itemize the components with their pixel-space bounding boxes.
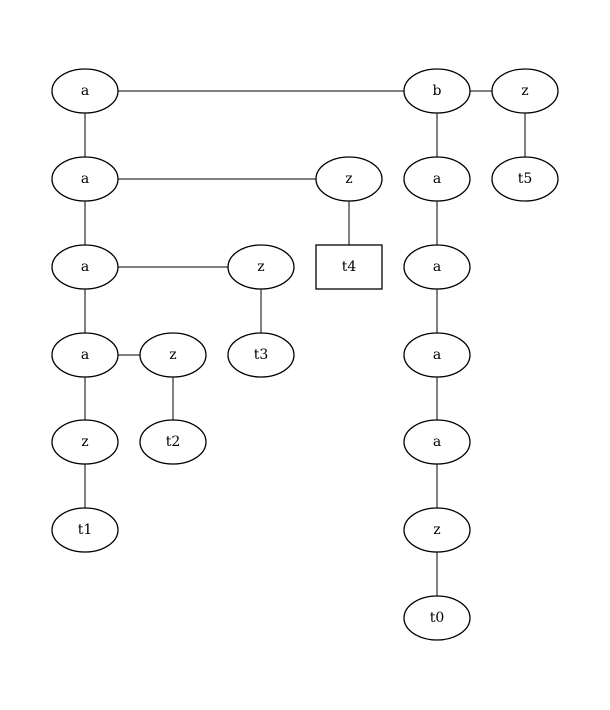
nodes-layer: a b z a z a t5 a z t4 a a z t3 a z t2 a t1 z t0 xyxy=(51,68,559,641)
node-n_b: b xyxy=(403,68,471,114)
node-n_a7: a xyxy=(403,332,471,378)
node-n_t4: t4 xyxy=(315,244,383,290)
node-label-n_z2x: z xyxy=(169,347,176,363)
node-label-n_t1: t1 xyxy=(78,522,93,538)
node-n_z3: z xyxy=(227,244,295,290)
node-shape-n_t1 xyxy=(51,507,119,553)
node-label-n_a5: a xyxy=(433,171,441,187)
node-shape-n_z2 xyxy=(403,507,471,553)
node-shape-n_a4 xyxy=(51,332,119,378)
node-shape-n_z2x xyxy=(139,332,207,378)
node-n_z2x: z xyxy=(139,332,207,378)
node-shape-n_a8 xyxy=(403,419,471,465)
node-shape-n_t3 xyxy=(227,332,295,378)
node-label-n_a7: a xyxy=(433,347,441,363)
node-n_z2: z xyxy=(403,507,471,553)
node-shape-n_z3 xyxy=(227,244,295,290)
node-shape-n_z1 xyxy=(51,419,119,465)
node-shape-n_t4 xyxy=(315,244,383,290)
node-label-n_t4: t4 xyxy=(342,259,357,275)
node-label-n_t2: t2 xyxy=(166,434,181,450)
node-label-n_z2: z xyxy=(433,522,440,538)
node-n_t2: t2 xyxy=(139,419,207,465)
node-n_a5: a xyxy=(403,156,471,202)
node-n_a8: a xyxy=(403,419,471,465)
node-n_t3: t3 xyxy=(227,332,295,378)
node-label-n_t3: t3 xyxy=(254,347,269,363)
node-shape-n_z6 xyxy=(491,68,559,114)
node-n_a4: a xyxy=(51,332,119,378)
node-n_a3: a xyxy=(51,244,119,290)
node-n_a1: a xyxy=(51,68,119,114)
node-shape-n_a6 xyxy=(403,244,471,290)
node-shape-n_a3 xyxy=(51,244,119,290)
node-n_z6: z xyxy=(491,68,559,114)
node-n_z1: z xyxy=(51,419,119,465)
node-label-n_a6: a xyxy=(433,259,441,275)
node-label-n_a3: a xyxy=(81,259,89,275)
node-label-n_t5: t5 xyxy=(518,171,533,187)
node-shape-n_a1 xyxy=(51,68,119,114)
node-shape-n_a5 xyxy=(403,156,471,202)
node-n_a6: a xyxy=(403,244,471,290)
node-shape-n_t0 xyxy=(403,595,471,641)
node-label-n_z1: z xyxy=(81,434,88,450)
node-shape-n_a7 xyxy=(403,332,471,378)
node-n_a2: a xyxy=(51,156,119,202)
node-label-n_z3: z xyxy=(257,259,264,275)
node-label-n_b: b xyxy=(433,83,442,99)
node-shape-n_t5 xyxy=(491,156,559,202)
node-n_t0: t0 xyxy=(403,595,471,641)
node-label-n_a4: a xyxy=(81,347,89,363)
node-n_t1: t1 xyxy=(51,507,119,553)
node-label-n_a8: a xyxy=(433,434,441,450)
node-n_z4: z xyxy=(315,156,383,202)
node-label-n_z6: z xyxy=(521,83,528,99)
node-n_t5: t5 xyxy=(491,156,559,202)
node-label-n_a2: a xyxy=(81,171,89,187)
node-label-n_t0: t0 xyxy=(430,610,445,626)
node-shape-n_a2 xyxy=(51,156,119,202)
node-shape-n_b xyxy=(403,68,471,114)
node-shape-n_t2 xyxy=(139,419,207,465)
node-label-n_z4: z xyxy=(345,171,352,187)
node-label-n_a1: a xyxy=(81,83,89,99)
node-shape-n_z4 xyxy=(315,156,383,202)
